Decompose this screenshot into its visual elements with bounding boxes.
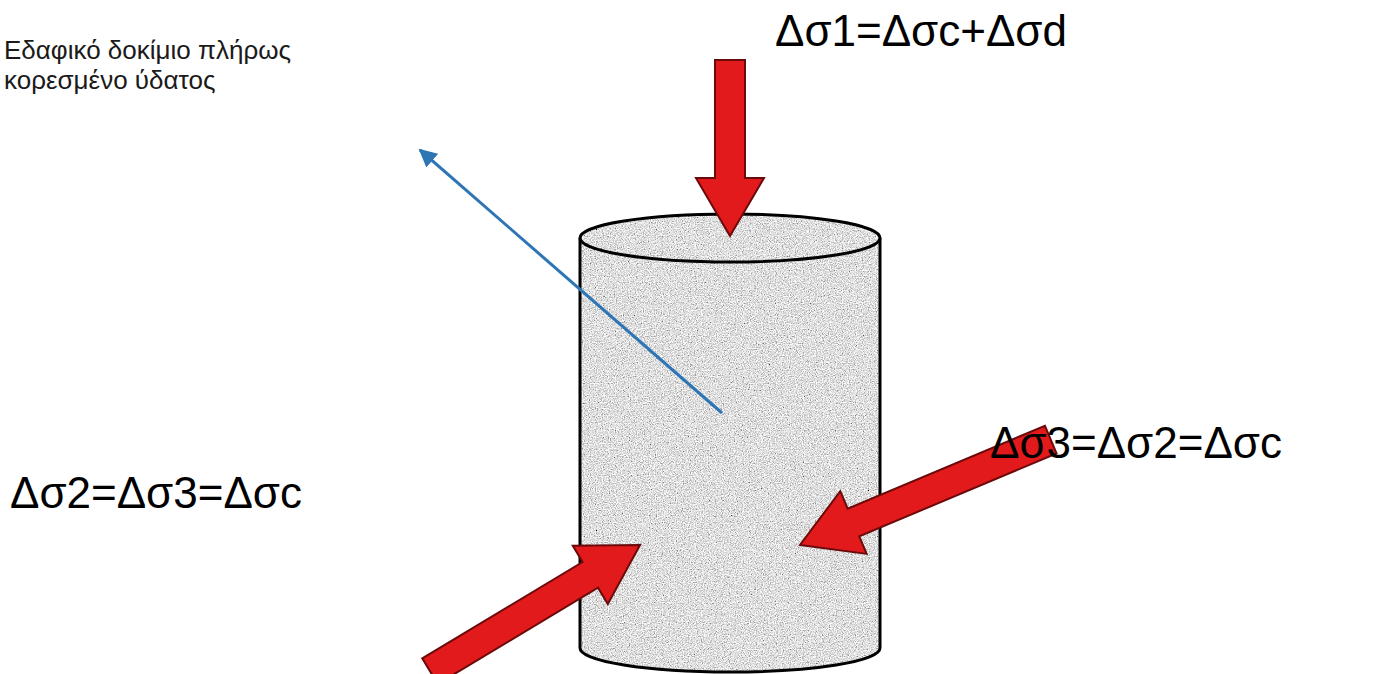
soil-specimen: [580, 214, 880, 672]
stress-label: Δσ2=Δσ3=Δσc: [10, 468, 302, 519]
stress-label: Δσ3=Δσ2=Δσc: [990, 418, 1282, 469]
specimen-outline: [580, 238, 880, 672]
leader-line: [420, 150, 722, 413]
specimen-note: Εδαφικό δοκίμιο πλήρως κορεσμένο ύδατος: [4, 36, 364, 96]
stress-label: Δσ1=Δσc+Δσd: [775, 6, 1067, 57]
confining-load-arrow: [412, 516, 657, 674]
axial-load-arrow: [696, 60, 764, 236]
specimen-texture: [580, 238, 880, 672]
